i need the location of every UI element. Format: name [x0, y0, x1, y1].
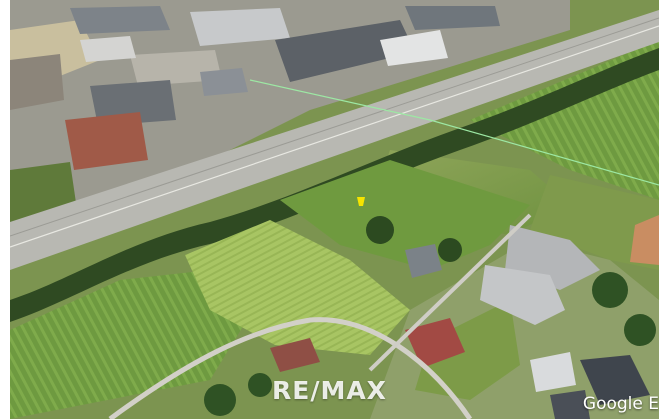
house-roof [405, 244, 442, 278]
apartment-roof [480, 265, 565, 325]
meadow [280, 160, 530, 270]
lane-marking [10, 17, 659, 237]
tree [438, 238, 462, 262]
highway [10, 10, 659, 270]
building-roof [380, 30, 448, 66]
tree [624, 314, 656, 346]
house-roof [550, 390, 590, 419]
office-roof [90, 80, 176, 126]
tree [248, 373, 272, 397]
house-roof [270, 338, 320, 372]
plowed-field [185, 220, 410, 355]
bare-soil [630, 215, 659, 265]
crop-field [10, 270, 250, 419]
building-roof [80, 36, 136, 62]
warehouse-roof [70, 6, 170, 34]
aerial-photo: RE/MAX Google E [10, 0, 659, 419]
google-attribution: Google E [582, 394, 659, 414]
house-roof [530, 352, 576, 392]
parcel-boundary [249, 79, 659, 186]
building-roof [130, 50, 222, 86]
location-marker [357, 197, 365, 206]
tree [366, 216, 394, 244]
warehouse-roof [190, 8, 290, 46]
red-roof-building [65, 112, 148, 170]
house-roof [580, 355, 650, 405]
local-road [368, 213, 532, 372]
local-road [108, 317, 473, 419]
lane-marking [10, 25, 659, 248]
factory-roof [405, 6, 500, 30]
factory-roof [275, 20, 415, 82]
garden [415, 300, 520, 400]
tree [592, 272, 628, 308]
remax-watermark: RE/MAX [272, 376, 387, 405]
aerial-scene [10, 0, 659, 419]
building-roof [200, 68, 248, 96]
meadow [530, 175, 659, 270]
parking-lot [10, 54, 64, 110]
tree [204, 384, 236, 416]
house-roof [405, 318, 465, 368]
